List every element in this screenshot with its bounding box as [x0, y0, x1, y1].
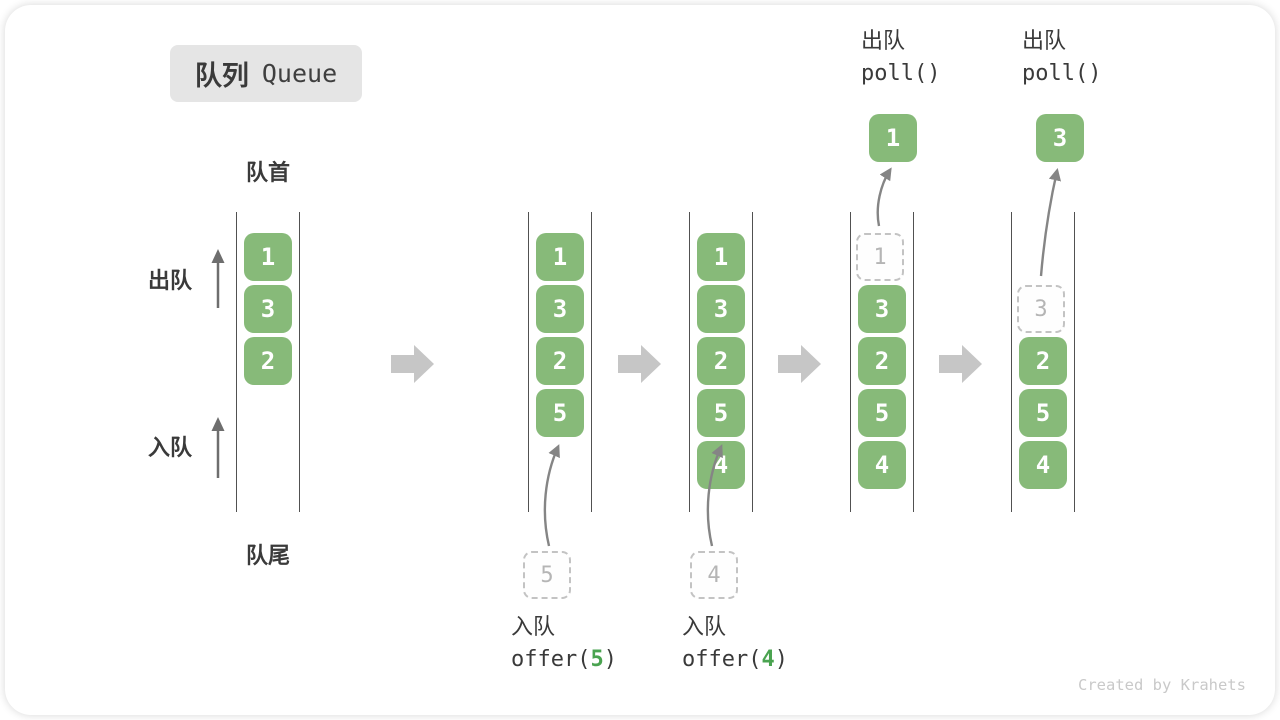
step-arrow-icon — [939, 345, 982, 383]
offer4-operation-label: 入队 offer(4) — [682, 616, 788, 671]
queue-state-4: 1 3 2 5 4 — [850, 212, 914, 512]
queue-cell: 2 — [536, 337, 584, 385]
poll2-operation-label: 出队 poll() — [1022, 30, 1101, 85]
step-arrow-icon — [778, 345, 821, 383]
queue-cell: 5 — [536, 389, 584, 437]
title-en: Queue — [261, 59, 338, 88]
queue-cell: 2 — [858, 337, 906, 385]
credit-text: Created by Krahets — [1078, 676, 1246, 694]
offer5-operation-label: 入队 offer(5) — [511, 616, 617, 671]
queue-cell: 3 — [858, 285, 906, 333]
enqueue-curved-arrow-icon — [543, 444, 560, 547]
label-queue-front: 队首 — [245, 160, 290, 185]
poll2-label-zh: 出队 — [1022, 28, 1067, 53]
offer4-label-zh: 入队 — [682, 614, 727, 639]
polled-element-box: 1 — [869, 114, 917, 162]
poll-curved-arrow-icon — [1039, 167, 1062, 277]
poll2-code: poll() — [1022, 61, 1102, 86]
queue-cell: 1 — [697, 233, 745, 281]
queue-cell: 1 — [536, 233, 584, 281]
queue-cell-removed: 1 — [856, 233, 904, 281]
offer5-label-zh: 入队 — [511, 614, 556, 639]
queue-cell: 1 — [244, 233, 292, 281]
queue-cell: 5 — [858, 389, 906, 437]
queue-cell: 4 — [1019, 441, 1067, 489]
queue-state-2: 1 3 2 5 — [528, 212, 592, 512]
queue-cell: 3 — [536, 285, 584, 333]
queue-state-5: 3 2 5 4 — [1011, 212, 1075, 512]
queue-cell: 2 — [1019, 337, 1067, 385]
queue-cell-removed: 3 — [1017, 285, 1065, 333]
queue-cell: 5 — [697, 389, 745, 437]
queue-cell: 2 — [244, 337, 292, 385]
queue-cell: 4 — [858, 441, 906, 489]
poll1-operation-label: 出队 poll() — [861, 30, 940, 85]
label-dequeue-side: 出队 — [148, 268, 193, 293]
enqueue-curved-arrow-icon — [706, 444, 723, 547]
step-arrow-icon — [618, 345, 661, 383]
dequeue-up-arrow-icon — [211, 249, 225, 308]
queue-cell: 3 — [697, 285, 745, 333]
offer5-code: offer(5) — [511, 647, 617, 672]
title-badge: 队列 Queue — [170, 45, 362, 102]
queue-cell: 2 — [697, 337, 745, 385]
polled-element-box: 3 — [1036, 114, 1084, 162]
queue-state-1: 1 3 2 — [236, 212, 300, 512]
offer4-code: offer(4) — [682, 647, 788, 672]
queue-cell: 5 — [1019, 389, 1067, 437]
incoming-element-box: 5 — [523, 551, 571, 599]
step-arrow-icon — [391, 345, 434, 383]
poll-curved-arrow-icon — [876, 167, 892, 227]
incoming-element-box: 4 — [690, 551, 738, 599]
label-queue-rear: 队尾 — [245, 543, 290, 568]
title-zh: 队列 — [194, 61, 249, 91]
poll1-label-zh: 出队 — [861, 28, 906, 53]
poll1-code: poll() — [861, 61, 941, 86]
enqueue-up-arrow-icon — [211, 417, 225, 478]
queue-cell: 3 — [244, 285, 292, 333]
label-enqueue-side: 入队 — [148, 435, 193, 460]
